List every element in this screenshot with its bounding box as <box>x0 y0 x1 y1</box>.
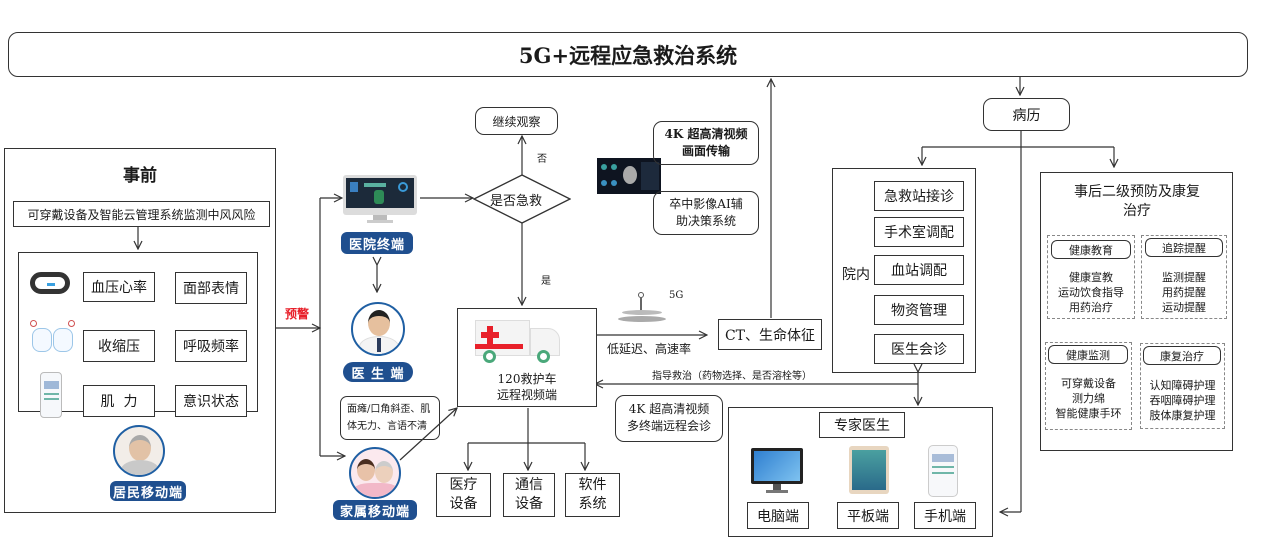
system-title-bar: 5G+远程应急救治系统 <box>8 32 1248 77</box>
ambulance-subtitle: 远程视频端 <box>496 388 557 402</box>
device-tablet-label: 平板端 <box>837 502 899 529</box>
in-hospital-item: 手术室调配 <box>874 217 964 247</box>
doctor-avatar <box>351 302 405 356</box>
ct-vitals-box: CT、生命体征 <box>718 319 822 350</box>
expert-title-box: 专家医生 <box>819 412 905 438</box>
post-group-heading: 健康教育 <box>1051 240 1131 259</box>
video-4k-box: 4K 超高清视频画面传输 <box>653 121 759 165</box>
decision-no-label: 否 <box>537 154 547 165</box>
hospital-terminal-badge: 医院终端 <box>341 232 413 254</box>
in-hospital-item: 医生会诊 <box>874 334 964 364</box>
indicator-muscle-strength: 肌 力 <box>83 385 155 417</box>
indicator-blood-pressure-heart-rate: 血压心率 <box>83 272 155 302</box>
device-desktop-label: 电脑端 <box>747 502 809 529</box>
indicator-facial-expression: 面部表情 <box>175 272 247 304</box>
resident-mobile-badge: 居民移动端 <box>110 481 186 501</box>
post-group-rehab <box>1140 343 1225 429</box>
network-caption: 低延迟、高速率 <box>607 342 692 356</box>
wristband-icon <box>30 272 70 294</box>
post-group-education <box>1047 235 1135 319</box>
ai-assist-box: 卒中影像AI辅助决策系统 <box>653 191 759 235</box>
post-group-items: 可穿戴设备 测力绵 智能健康手环 <box>1055 377 1122 420</box>
in-hospital-panel <box>832 168 976 373</box>
pre-event-panel: 事前 <box>4 148 276 513</box>
post-event-title: 事后二级预防及康复治疗 <box>1074 184 1200 219</box>
smartphone-icon <box>928 445 958 497</box>
post-group-items: 监测提醒 用药提醒 运动提醒 <box>1162 271 1206 314</box>
hospital-monitor-icon <box>343 175 417 223</box>
in-hospital-label: 院内 <box>842 267 870 283</box>
in-hospital-item: 物资管理 <box>874 295 964 325</box>
decision-yes-label: 是 <box>541 276 551 287</box>
resident-avatar <box>113 425 165 477</box>
post-group-items: 健康宣教 运动饮食指导 用药治疗 <box>1058 271 1124 314</box>
continue-observe-box: 继续观察 <box>475 107 558 135</box>
equipment-medical: 医疗设备 <box>436 473 491 517</box>
in-hospital-item: 血站调配 <box>874 255 964 285</box>
ambulance-icon <box>475 318 567 363</box>
system-title: 5G+远程应急救治系统 <box>518 42 738 68</box>
brain-imaging-icon <box>597 158 661 194</box>
post-group-items: 认知障碍护理 吞咽障碍护理 肢体康复护理 <box>1149 379 1216 422</box>
in-hospital-item: 急救站接诊 <box>874 181 964 211</box>
post-event-panel <box>1040 172 1233 451</box>
decision-question: 是否急救 <box>490 194 543 209</box>
post-group-tracking <box>1141 235 1227 319</box>
equipment-software: 软件系统 <box>565 473 620 517</box>
doctor-terminal-badge: 医 生 端 <box>343 362 413 382</box>
consult-note-box: 4K 超高清视频多终端远程会诊 <box>615 395 723 442</box>
device-mobile-label: 手机端 <box>914 502 976 529</box>
monitor-label-box: 可穿戴设备及智能云管理系统监测中风风险 <box>13 201 270 227</box>
indicator-consciousness: 意识状态 <box>175 385 247 417</box>
warning-label: 预警 <box>285 307 310 321</box>
post-group-heading: 健康监测 <box>1048 345 1128 364</box>
sensor-patch-icon <box>30 320 76 354</box>
monitor-label: 可穿戴设备及智能云管理系统监测中风风险 <box>27 207 256 222</box>
family-avatar <box>349 447 401 499</box>
guidance-label: 指导救治（药物选择、是否溶栓等） <box>652 371 812 382</box>
phone-app-icon <box>40 372 62 418</box>
indicator-systolic-pressure: 收缩压 <box>83 330 155 362</box>
decision-diamond <box>473 174 571 224</box>
5g-tower-icon <box>618 290 666 326</box>
tablet-icon <box>849 446 889 494</box>
family-mobile-badge: 家属移动端 <box>333 500 417 520</box>
5g-label: 5G <box>669 290 684 301</box>
pre-event-title: 事前 <box>123 166 157 186</box>
ambulance-title: 120救护车 <box>497 372 557 386</box>
equipment-communication: 通信设备 <box>503 473 555 517</box>
symptoms-note: 面瘫/口角斜歪、肌体无力、言语不清 <box>340 396 440 440</box>
medical-record-box: 病历 <box>983 98 1070 131</box>
desktop-computer-icon <box>751 448 803 494</box>
post-group-heading: 追踪提醒 <box>1145 238 1223 257</box>
indicator-respiratory-rate: 呼吸频率 <box>175 330 247 362</box>
post-group-heading: 康复治疗 <box>1143 346 1221 365</box>
post-group-monitoring <box>1045 342 1132 430</box>
